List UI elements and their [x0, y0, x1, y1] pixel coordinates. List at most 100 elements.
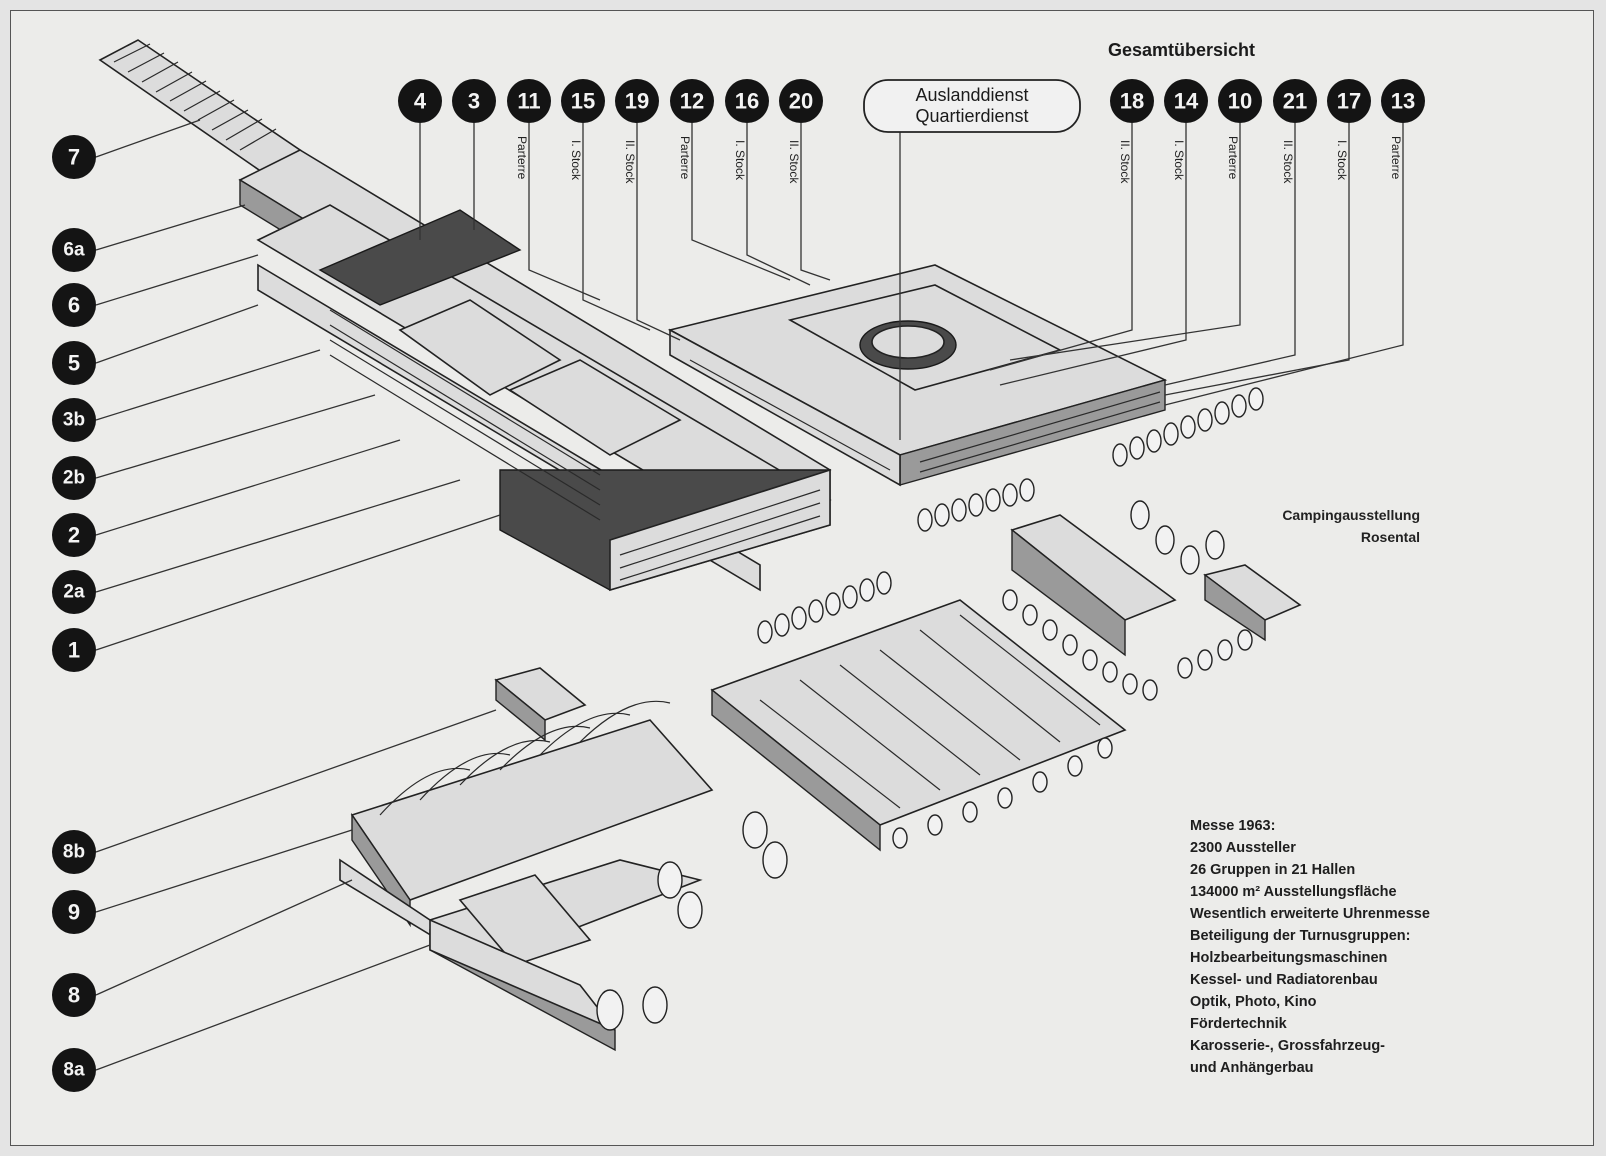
left-badge: 7	[52, 135, 96, 179]
left-badge: 6	[52, 283, 96, 327]
svg-text:5: 5	[68, 351, 80, 376]
svg-text:7: 7	[68, 145, 80, 170]
floor-label: I. Stock	[1172, 140, 1186, 181]
leader-lines	[95, 119, 1404, 1071]
svg-text:16: 16	[735, 89, 759, 114]
svg-text:6a: 6a	[63, 240, 85, 261]
camping-line2: Rosental	[1361, 529, 1420, 545]
top-badge: 20	[779, 79, 823, 123]
svg-text:9: 9	[68, 900, 80, 925]
floor-label: I. Stock	[733, 140, 747, 181]
floor-label: Parterre	[1389, 136, 1403, 180]
floor-label: I. Stock	[569, 140, 583, 181]
buildings-layer	[98, 39, 1302, 1052]
service-box-line1: Auslanddienst	[915, 85, 1028, 105]
left-badge: 3b	[52, 398, 96, 442]
top-badge: 13	[1381, 79, 1425, 123]
top-badge: 11	[507, 79, 551, 123]
svg-text:19: 19	[625, 89, 649, 114]
left-badge: 2a	[52, 570, 96, 614]
camping-line1: Campingausstellung	[1282, 507, 1420, 523]
svg-text:2a: 2a	[63, 582, 85, 603]
top-badge: 4	[398, 79, 442, 123]
top-badge: 19	[615, 79, 659, 123]
floor-label: II. Stock	[787, 140, 801, 184]
top-badge: 12	[670, 79, 714, 123]
svg-text:6: 6	[68, 293, 80, 318]
top-right-badges: 18 14 10 21 17 13	[1110, 79, 1425, 123]
svg-text:8b: 8b	[63, 842, 85, 863]
info-line: Holzbearbeitungsmaschinen	[1190, 950, 1387, 966]
info-line: Wesentlich erweiterte Uhrenmesse	[1190, 906, 1430, 922]
top-badge: 14	[1164, 79, 1208, 123]
trees	[596, 387, 1264, 1031]
building-main-complex	[238, 149, 832, 592]
left-badges: 7 6a 6 5 3b 2b 2 2a 1 8b 9 8 8a	[52, 135, 96, 1092]
building-camping	[1010, 514, 1302, 657]
left-badge: 2b	[52, 456, 96, 500]
info-block: Messe 1963: 2300 Aussteller 26 Gruppen i…	[1190, 818, 1430, 1076]
left-badge: 6a	[52, 228, 96, 272]
left-badge: 8a	[52, 1048, 96, 1092]
svg-text:11: 11	[517, 89, 540, 114]
floor-label: II. Stock	[1281, 140, 1295, 184]
top-badge: 18	[1110, 79, 1154, 123]
svg-text:17: 17	[1337, 89, 1361, 114]
left-badge: 2	[52, 513, 96, 557]
left-badge: 8	[52, 973, 96, 1017]
building-shed-halls	[710, 599, 1127, 852]
top-badges: 4 3 11 15 19 12 16 20	[398, 79, 823, 123]
building-8-group	[339, 667, 714, 1052]
svg-text:3: 3	[468, 89, 480, 114]
floor-label: Parterre	[678, 136, 692, 180]
top-badge: 16	[725, 79, 769, 123]
top-badge: 10	[1218, 79, 1262, 123]
svg-text:15: 15	[571, 89, 595, 114]
info-line: Optik, Photo, Kino	[1190, 994, 1317, 1010]
info-heading: Messe 1963:	[1190, 818, 1275, 834]
left-badge: 9	[52, 890, 96, 934]
floor-label: II. Stock	[623, 140, 637, 184]
svg-text:20: 20	[789, 89, 813, 114]
top-badge: 3	[452, 79, 496, 123]
svg-text:3b: 3b	[63, 410, 85, 431]
top-badge: 17	[1327, 79, 1371, 123]
floor-labels-right: II. Stock I. Stock Parterre II. Stock I.…	[1118, 136, 1403, 184]
floor-labels-left: Parterre I. Stock II. Stock Parterre I. …	[515, 136, 801, 184]
left-badge: 8b	[52, 830, 96, 874]
building-7	[98, 39, 302, 173]
svg-text:1: 1	[68, 638, 80, 663]
top-badge: 15	[561, 79, 605, 123]
floor-label: I. Stock	[1335, 140, 1349, 181]
svg-text:21: 21	[1283, 89, 1307, 114]
info-line: Beteiligung der Turnusgruppen:	[1190, 928, 1410, 944]
svg-text:10: 10	[1228, 89, 1252, 114]
service-box: Auslanddienst Quartierdienst	[863, 79, 1081, 133]
floor-label: II. Stock	[1118, 140, 1132, 184]
svg-text:18: 18	[1120, 89, 1144, 114]
camping-label: Campingausstellung Rosental	[1282, 507, 1420, 545]
diagram-title: Gesamtübersicht	[1108, 40, 1255, 60]
svg-text:8: 8	[68, 983, 80, 1008]
svg-text:2b: 2b	[63, 468, 85, 489]
info-line: Kessel- und Radiatorenbau	[1190, 972, 1378, 988]
info-line: und Anhängerbau	[1190, 1060, 1314, 1076]
svg-text:4: 4	[414, 89, 427, 114]
info-line: 134000 m² Ausstellungsfläche	[1190, 884, 1397, 900]
svg-text:8a: 8a	[63, 1060, 85, 1081]
left-badge: 1	[52, 628, 96, 672]
svg-text:13: 13	[1391, 89, 1415, 114]
info-line: Karosserie-, Grossfahrzeug-	[1190, 1038, 1385, 1054]
building-courtyard	[667, 264, 1168, 487]
info-line: 2300 Aussteller	[1190, 840, 1296, 856]
left-badge: 5	[52, 341, 96, 385]
service-box-line2: Quartierdienst	[915, 106, 1028, 126]
floor-label: Parterre	[515, 136, 529, 180]
svg-text:12: 12	[680, 89, 704, 114]
info-line: 26 Gruppen in 21 Hallen	[1190, 862, 1355, 878]
svg-text:14: 14	[1174, 89, 1199, 114]
top-badge: 21	[1273, 79, 1317, 123]
svg-text:2: 2	[68, 523, 80, 548]
